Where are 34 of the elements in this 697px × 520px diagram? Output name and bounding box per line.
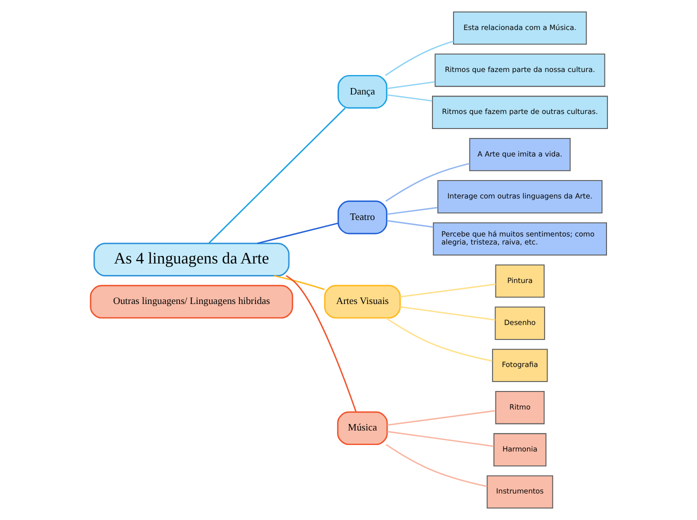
node-box: A Arte que imita a vida. [468, 138, 570, 172]
node-box: Fotografia [492, 348, 548, 382]
node-box: Artes Visuais [324, 284, 400, 319]
connector [386, 430, 494, 447]
node-box: Desenho [494, 306, 545, 340]
node-box: Ritmos que fazem parte de outras culturas. [432, 96, 608, 129]
connector [386, 410, 496, 426]
connector [385, 444, 487, 488]
connector [386, 206, 438, 215]
node-box: Esta relacionada com a Música. [452, 11, 586, 45]
node-box: Pintura [494, 264, 544, 298]
node-box: Teatro [337, 200, 387, 234]
node-box: Percebe que há muitos sentimentos; como alegria, tristeza, raiva, etc. [432, 222, 606, 256]
connector [256, 222, 338, 244]
node-box: Ritmo [494, 391, 544, 424]
connector [208, 108, 346, 244]
node-box: Interage com outras linguagens da Arte. [436, 180, 602, 214]
connector [274, 275, 324, 290]
connector [386, 94, 432, 102]
connector [384, 162, 470, 202]
node-box: As 4 linguagens da Arte [93, 242, 290, 276]
node-box: Outras linguagens/ Linguagens hibridas [89, 284, 293, 319]
connector [386, 81, 434, 90]
node-box: Música [336, 411, 388, 446]
connector [400, 306, 495, 321]
node-box: Ritmos que fazem parte da nossa cultura. [434, 54, 605, 87]
connector [386, 220, 433, 228]
connector [385, 317, 492, 362]
node-box: Instrumentos [486, 475, 553, 509]
connector [285, 275, 356, 412]
connector [400, 284, 496, 298]
node-box: Dança [337, 74, 387, 109]
node-box: Harmonia [492, 433, 546, 466]
connector [384, 40, 454, 76]
